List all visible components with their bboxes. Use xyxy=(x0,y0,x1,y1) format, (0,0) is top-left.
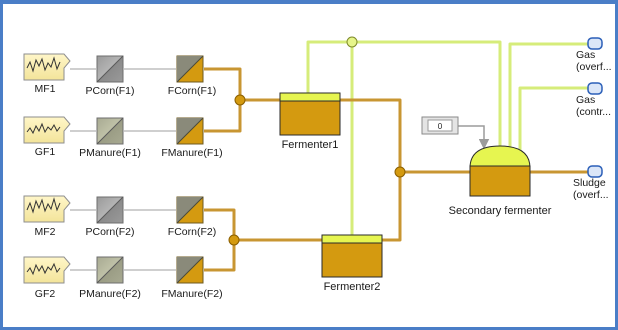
output-port-icon xyxy=(587,37,603,50)
waveform-icon xyxy=(26,56,61,73)
source-label: GF1 xyxy=(35,146,56,158)
source-GF2[interactable]: GF2 xyxy=(23,256,71,300)
feeder-label: FManure(F2) xyxy=(161,288,222,300)
waveform-icon xyxy=(26,197,61,214)
output-label: Gas xyxy=(576,94,595,106)
output-label: (contr... xyxy=(576,106,611,118)
gas-line-control xyxy=(518,86,590,155)
feeder-FCorn-F2[interactable]: FCorn(F2) xyxy=(168,196,216,238)
converter-PCorn-F1[interactable]: PCorn(F1) xyxy=(85,55,135,97)
source-label: MF2 xyxy=(35,226,56,238)
constant-block[interactable]: 0 xyxy=(421,116,459,135)
feeder-label: FCorn(F1) xyxy=(168,85,216,97)
liquid-line-merge xyxy=(340,98,402,242)
constant-value: 0 xyxy=(438,122,443,131)
source-MF2[interactable]: MF2 xyxy=(23,195,71,238)
source-label: MF1 xyxy=(35,83,56,95)
converter-label: PCorn(F2) xyxy=(85,226,134,238)
fermenter-1[interactable]: Fermenter1 xyxy=(279,92,341,151)
junction-node xyxy=(234,94,246,106)
constant-signal-line xyxy=(458,125,490,150)
feeder-FManure-F1[interactable]: FManure(F1) xyxy=(161,117,223,159)
gas-line-fermenter1 xyxy=(306,40,502,155)
converter-PCorn-F2[interactable]: PCorn(F2) xyxy=(85,196,135,238)
converter-PManure-F1[interactable]: PManure(F1) xyxy=(79,117,141,159)
converter-PManure-F2[interactable]: PManure(F2) xyxy=(79,256,141,300)
output-gas-control[interactable]: Gas (contr... xyxy=(576,82,611,118)
source-label: GF2 xyxy=(35,288,56,300)
output-label: (overf... xyxy=(573,189,609,201)
waveform-icon xyxy=(26,122,61,135)
fermenter-2[interactable]: Fermenter2 xyxy=(321,234,383,293)
fermenter-label: Fermenter1 xyxy=(282,139,339,151)
gas-line-overflow xyxy=(508,42,590,155)
output-port-icon xyxy=(587,82,603,95)
output-sludge-overflow[interactable]: Sludge (overf... xyxy=(573,165,609,201)
converter-label: PManure(F1) xyxy=(79,147,141,159)
fermenter-label: Fermenter2 xyxy=(324,281,381,293)
feeder-label: FCorn(F2) xyxy=(168,226,216,238)
junction-node xyxy=(394,166,406,178)
converter-label: PManure(F2) xyxy=(79,288,141,300)
secondary-fermenter[interactable]: Secondary fermenter xyxy=(449,145,552,217)
gas-lines xyxy=(306,40,590,238)
output-label: Sludge xyxy=(573,177,606,189)
output-port-icon xyxy=(587,165,603,178)
process-diagram: MF1 GF1 MF2 GF2 PCorn(F1) PManure(F1) PC… xyxy=(23,36,612,300)
gas-junction-node xyxy=(346,36,358,48)
output-label: (overf... xyxy=(576,61,612,73)
feeder-FManure-F2[interactable]: FManure(F2) xyxy=(161,256,223,300)
source-MF1[interactable]: MF1 xyxy=(23,53,71,95)
output-gas-overflow[interactable]: Gas (overf... xyxy=(576,37,612,73)
secondary-fermenter-label: Secondary fermenter xyxy=(449,205,552,217)
junction-node xyxy=(228,234,240,246)
signal-lines xyxy=(70,68,176,271)
waveform-icon xyxy=(26,262,61,276)
output-label: Gas xyxy=(576,49,595,61)
feeder-label: FManure(F1) xyxy=(161,147,222,159)
feeder-FCorn-F1[interactable]: FCorn(F1) xyxy=(168,55,216,97)
converter-label: PCorn(F1) xyxy=(85,85,134,97)
source-GF1[interactable]: GF1 xyxy=(23,116,71,158)
